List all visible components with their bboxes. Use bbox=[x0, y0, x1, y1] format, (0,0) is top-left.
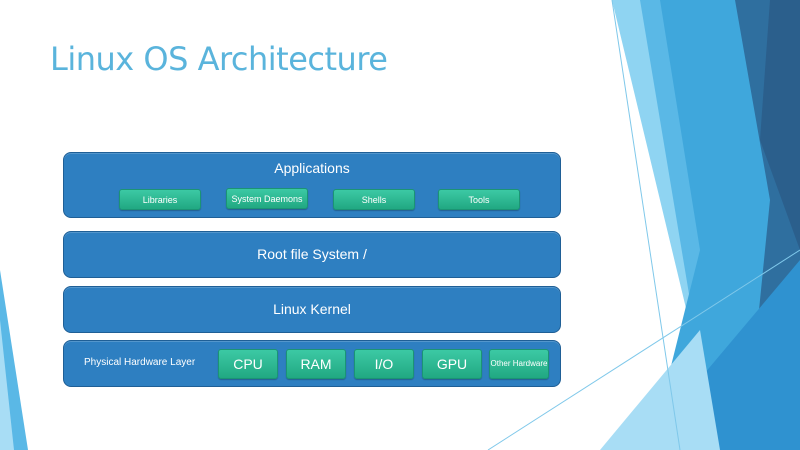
physical-hardware-label: Physical Hardware Layer bbox=[84, 357, 196, 368]
libraries-chip: Libraries bbox=[119, 189, 201, 210]
tools-chip: Tools bbox=[438, 189, 520, 210]
other-hardware-chip: Other Hardware bbox=[489, 349, 549, 379]
applications-label: Applications bbox=[274, 160, 350, 176]
applications-layer: Applications Libraries System Daemons Sh… bbox=[63, 152, 561, 218]
deco-line-1 bbox=[611, 0, 681, 450]
physical-hardware-layer: Physical Hardware Layer CPU RAM I/O GPU … bbox=[63, 340, 561, 387]
io-chip: I/O bbox=[354, 349, 414, 379]
cpu-chip: CPU bbox=[218, 349, 278, 379]
deco-shape-darker bbox=[760, 0, 800, 250]
ram-chip: RAM bbox=[286, 349, 346, 379]
deco-left-sliver-light bbox=[0, 320, 14, 450]
linux-kernel-layer: Linux Kernel bbox=[63, 286, 561, 333]
linux-kernel-label: Linux Kernel bbox=[273, 301, 351, 317]
deco-line-2 bbox=[487, 249, 800, 450]
deco-shape-bottom-light bbox=[600, 330, 720, 450]
root-file-system-label: Root file System / bbox=[257, 246, 367, 262]
root-file-system-layer: Root file System / bbox=[63, 231, 561, 278]
gpu-chip: GPU bbox=[422, 349, 482, 379]
slide-title: Linux OS Architecture bbox=[50, 40, 388, 78]
system-daemons-chip: System Daemons bbox=[226, 188, 308, 209]
shells-chip: Shells bbox=[333, 189, 415, 210]
